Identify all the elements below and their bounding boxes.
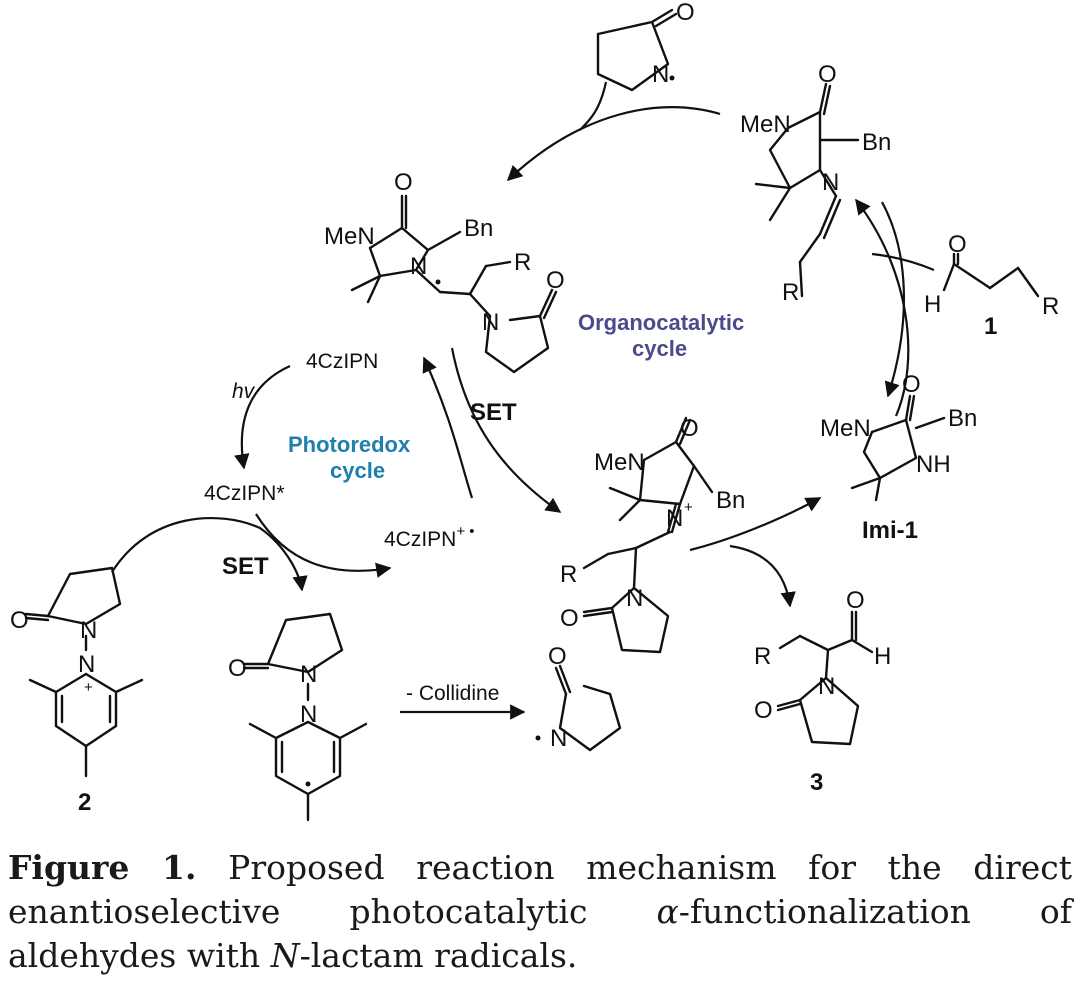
adduct-bn: Bn [464, 215, 493, 242]
aldehyde-r: R [1042, 293, 1059, 320]
organocatalytic-cycle-label: Organocatalytic cycle [578, 310, 750, 361]
figure-caption: Figure 1. Proposed reaction mechanism fo… [8, 846, 1072, 978]
photocatalyst-oxidized-label: 4CzIPN+ • [384, 523, 475, 551]
enamine-bn: Bn [862, 129, 891, 156]
imi-1-label: Imi-1 [862, 517, 918, 544]
enamine-nitrogen: N [822, 169, 839, 196]
reduced-pyridinyl-nitrogen: N [300, 701, 317, 728]
caption-text-2: -functionalization of aldehydes with [8, 892, 1072, 975]
free-lactam-oxygen: O [548, 643, 567, 670]
iminium-men: MeN [594, 449, 645, 476]
free-lactam-nitrogen: N [550, 725, 567, 752]
adduct-r: R [514, 249, 531, 276]
set-label-bottom: SET [222, 553, 269, 580]
adduct-nitrogen: N [410, 253, 427, 280]
lactam-top-nitrogen: N [652, 61, 669, 88]
svg-text:+: + [684, 499, 693, 516]
radical-adduct: O MeN Bn N R N O [324, 169, 565, 374]
adduct-oxygen: O [394, 169, 413, 196]
iminium-nitrogen: N [666, 505, 683, 532]
adduct-lactam-nitrogen: N [482, 309, 499, 336]
product-r: R [754, 643, 771, 670]
iminium-r: R [560, 561, 577, 588]
imi-nh: NH [916, 451, 951, 478]
reagent-oxygen: O [10, 607, 29, 634]
caption-text-3: -lactam radicals. [299, 936, 578, 975]
product-lactam-oxygen: O [754, 697, 773, 724]
compound-2-label: 2 [78, 789, 91, 816]
product-3: O H R N O 3 [754, 587, 891, 796]
compound-3-label: 3 [810, 769, 823, 796]
iminium-bn: Bn [716, 487, 745, 514]
aldehyde-oxygen: O [948, 231, 967, 258]
set-label-top: SET [470, 399, 517, 426]
reaction-mechanism-scheme: O N O MeN Bn N R O [10, 0, 1059, 822]
reduced-oxygen: O [228, 655, 247, 682]
product-lactam-nitrogen: N [818, 673, 835, 700]
adduct-lactam-oxygen: O [546, 267, 565, 294]
reduced-lactam-nitrogen: N [300, 661, 317, 688]
reagent-2: O N N + 2 [10, 566, 144, 816]
reagent-lactam-nitrogen: N [80, 617, 97, 644]
enamine-r: R [782, 279, 799, 306]
caption-alpha: α [656, 892, 679, 931]
adduct-men: MeN [324, 223, 375, 250]
iminium-oxygen: O [680, 415, 699, 442]
enamine-intermediate: O MeN Bn N R [740, 61, 891, 306]
svg-text:+: + [84, 679, 93, 696]
aldehyde-1: O H R 1 [924, 231, 1059, 340]
caption-text-1: Proposed reaction mechanism for the dire… [8, 848, 1072, 931]
compound-1-label: 1 [984, 313, 997, 340]
enamine-oxygen: O [818, 61, 837, 88]
imi-bn: Bn [948, 405, 977, 432]
reaction-arrows [111, 81, 935, 720]
photocatalyst-label: 4CzIPN [306, 350, 378, 373]
aldehyde-h: H [924, 291, 941, 318]
figure-label: Figure 1. [8, 848, 197, 887]
iminium-lactam-oxygen: O [560, 605, 579, 632]
enamine-men: MeN [740, 111, 791, 138]
iminium-lactam-nitrogen: N [626, 585, 643, 612]
lactam-top-oxygen: O [676, 0, 695, 26]
imi-1-catalyst: O MeN Bn NH Imi-1 [820, 371, 977, 544]
product-aldehyde-oxygen: O [846, 587, 865, 614]
lactam-radical-free: O N [535, 643, 622, 752]
caption-n-italic: N [270, 936, 300, 975]
photocatalyst-excited-label: 4CzIPN* [204, 482, 285, 505]
reduced-intermediate: O N N [228, 612, 368, 822]
lactam-radical-top: O N [596, 0, 695, 92]
hv-label: hv [232, 380, 256, 403]
reagent-pyridinium-nitrogen: N [78, 651, 95, 678]
imi-men: MeN [820, 415, 871, 442]
product-h: H [874, 643, 891, 670]
loss-collidine-label: - Collidine [406, 682, 499, 705]
photoredox-cycle-label: Photoredox cycle [288, 432, 416, 483]
iminium-intermediate: O MeN Bn N + R N O [560, 415, 745, 654]
